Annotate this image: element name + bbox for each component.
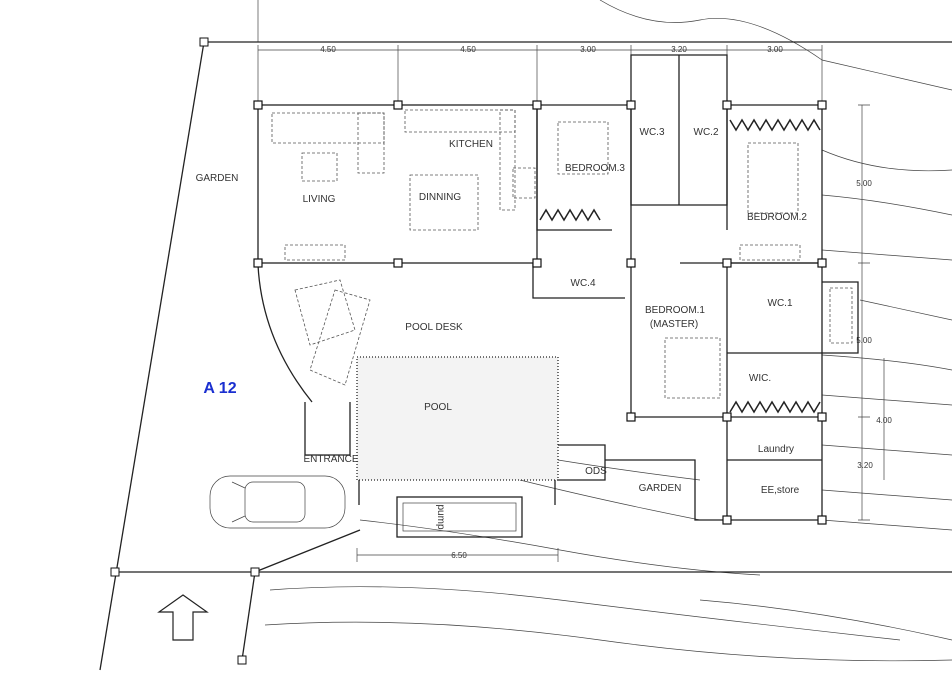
- label-bedroom-1: BEDROOM.1: [645, 305, 705, 316]
- label-pool-desk: POOL DESK: [405, 322, 463, 333]
- label-entrance: ENTRANCE: [303, 454, 358, 465]
- label-wic: WIC.: [749, 373, 771, 384]
- label-wc-3: WC.3: [640, 127, 665, 138]
- furniture: [271, 109, 853, 399]
- label-dinning: DINNING: [419, 192, 461, 203]
- dim-top-4: 3.20: [671, 45, 687, 54]
- label-laundry: Laundry: [758, 444, 794, 455]
- arrow-up-icon: [157, 594, 209, 641]
- dim-right-4: 3.20: [857, 461, 873, 470]
- dim-bottom: 6.50: [451, 551, 467, 560]
- pool: [356, 356, 559, 481]
- dim-right-1: 5.00: [856, 179, 872, 188]
- dim-right-3: 4.00: [876, 416, 892, 425]
- boundary-markers: [110, 37, 260, 665]
- pump-pit: [396, 496, 523, 538]
- dim-top-5: 3.00: [767, 45, 783, 54]
- label-ee-store: EE,store: [761, 485, 800, 496]
- car-icon: [209, 475, 346, 529]
- dimension-lines: [257, 45, 885, 562]
- label-wc-4: WC.4: [571, 278, 596, 289]
- contour-lines: [257, 0, 952, 662]
- label-garden-south: GARDEN: [639, 483, 682, 494]
- label-wc-1: WC.1: [768, 298, 793, 309]
- dim-top-1: 4.50: [320, 45, 336, 54]
- label-pump: pump: [435, 504, 446, 529]
- property-boundary: [99, 41, 952, 671]
- wardrobes: [539, 118, 821, 414]
- structural-columns: [253, 100, 827, 525]
- label-ods: ODS: [585, 466, 607, 477]
- dim-right-2: 5.00: [856, 336, 872, 345]
- label-pool: POOL: [424, 402, 452, 413]
- label-bedroom-1-master: (MASTER): [650, 319, 698, 330]
- label-wc-2: WC.2: [694, 127, 719, 138]
- label-garden-west: GARDEN: [196, 173, 239, 184]
- plot-label: A 12: [203, 380, 236, 397]
- dim-top-3: 3.00: [580, 45, 596, 54]
- label-kitchen: KITCHEN: [449, 139, 493, 150]
- label-living: LIVING: [303, 194, 336, 205]
- label-bedroom-2: BEDROOM.2: [747, 212, 807, 223]
- label-bedroom-3: BEDROOM.3: [565, 163, 625, 174]
- dim-top-2: 4.50: [460, 45, 476, 54]
